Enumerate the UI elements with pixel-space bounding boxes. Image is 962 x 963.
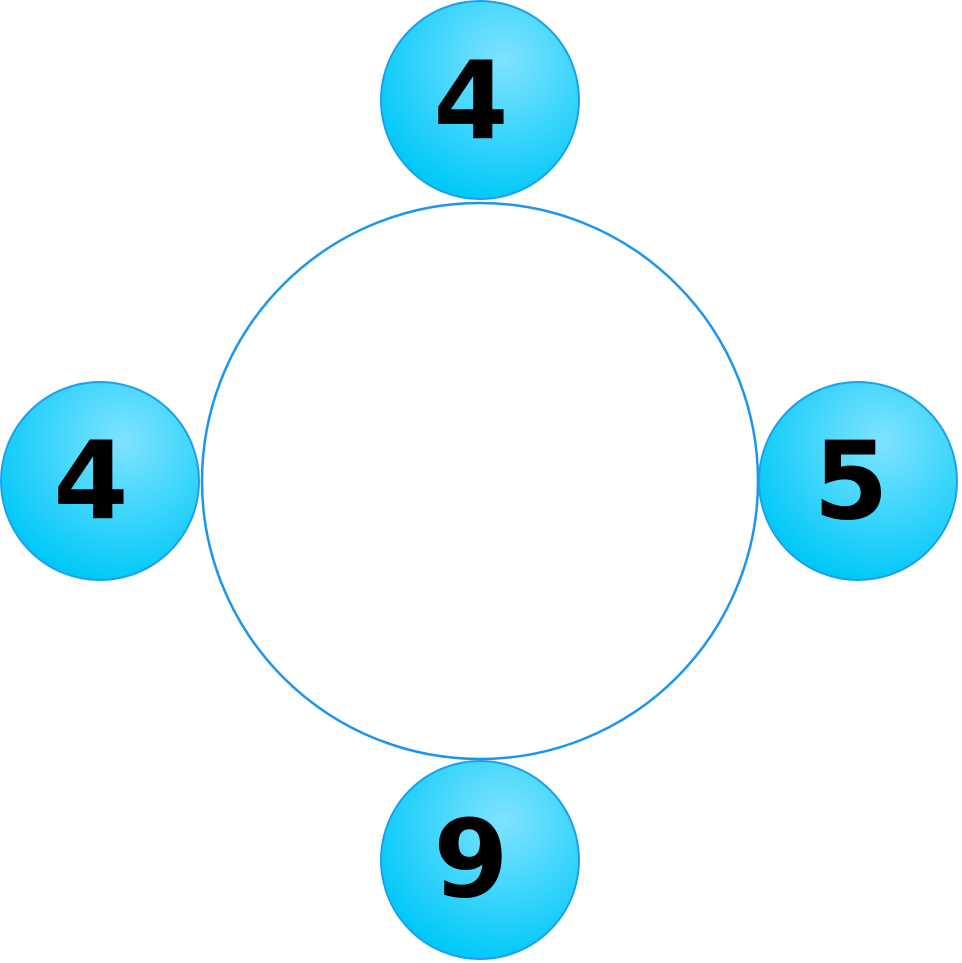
bubble-right-circle <box>758 381 958 581</box>
bubble-left: 4 <box>0 381 200 581</box>
number-right: 5 <box>813 420 888 545</box>
bubble-left-circle <box>0 381 200 581</box>
number-left: 4 <box>53 420 128 545</box>
center-ring <box>200 201 760 761</box>
number-top: 4 <box>433 40 508 165</box>
number-bottom: 9 <box>433 798 508 923</box>
bubble-bottom: 9 <box>380 760 580 960</box>
bubble-top: 4 <box>380 0 580 200</box>
bubble-top-circle <box>380 0 580 200</box>
bubble-bottom-circle <box>380 760 580 960</box>
bubble-right: 5 <box>758 381 958 581</box>
